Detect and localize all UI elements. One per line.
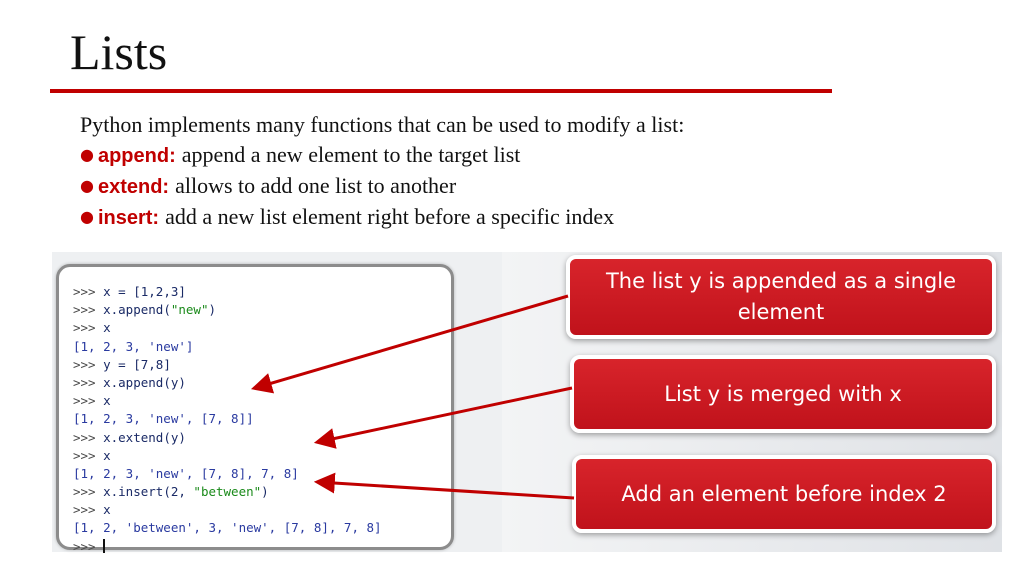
console-prompt: >>> xyxy=(73,393,96,409)
bullet-append: ●append:append a new element to the targ… xyxy=(80,140,614,171)
console-prompt: >>> xyxy=(73,374,96,390)
console-prompt: >>> xyxy=(73,502,96,518)
console-code: y = [7,8] xyxy=(103,356,171,372)
console-prompt: >>> xyxy=(73,356,96,372)
console-code: x.extend(y) xyxy=(103,429,186,445)
console-input-line: >>> x xyxy=(73,501,382,519)
console-code: x xyxy=(103,320,111,336)
console-input-line: >>> x.append("new") xyxy=(73,301,382,319)
console-output-line: [1, 2, 3, 'new', [7, 8], 7, 8] xyxy=(73,465,382,483)
console-input-line: >>> x xyxy=(73,319,382,337)
console-code: x = [1,2,3] xyxy=(103,284,186,299)
console-output-text: [1, 2, 3, 'new', [7, 8]] xyxy=(73,411,254,427)
console-prompt: >>> xyxy=(73,429,96,445)
console-prompt: >>> xyxy=(73,284,96,299)
callout-append-line2: element xyxy=(737,300,825,324)
callout-append: The list y is appended as a single eleme… xyxy=(566,255,996,339)
console-input-line: >>> y = [7,8] xyxy=(73,356,382,374)
console-string: "between" xyxy=(193,484,262,500)
bullet-keyword: insert: xyxy=(97,207,160,229)
bullet-extend: ●extend:allows to add one list to anothe… xyxy=(80,171,614,202)
console-code-tail: ) xyxy=(261,484,269,500)
console-output-line: [1, 2, 3, 'new', [7, 8]] xyxy=(73,410,382,428)
console-string: "new" xyxy=(170,302,209,318)
console-input-line: >>> x.extend(y) xyxy=(73,429,382,447)
console-output-line: [1, 2, 'between', 3, 'new', [7, 8], 7, 8… xyxy=(73,519,382,537)
console-output-text: [1, 2, 3, 'new', [7, 8], 7, 8] xyxy=(73,465,299,481)
bullet-dot-icon: ● xyxy=(80,176,94,195)
bullet-insert: ●insert:add a new list element right bef… xyxy=(80,202,614,233)
console-input-line: >>> x.append(y) xyxy=(73,374,382,392)
console-code: x.append( xyxy=(103,302,171,318)
console-output-line: [1, 2, 3, 'new'] xyxy=(73,338,382,356)
console-prompt: >>> xyxy=(73,320,96,336)
callout-insert-text: Add an element before index 2 xyxy=(621,481,947,506)
console-input-line: >>> x = [1,2,3] xyxy=(73,283,382,301)
console-prompt: >>> xyxy=(73,447,96,463)
bullet-dot-icon: ● xyxy=(80,207,94,226)
console-output-text: [1, 2, 3, 'new'] xyxy=(73,338,194,354)
console-code: x xyxy=(103,502,111,518)
console-code-tail: ) xyxy=(208,302,217,318)
bullet-keyword: append: xyxy=(97,145,176,167)
console-code: x xyxy=(103,393,111,409)
bullet-list: ●append:append a new element to the targ… xyxy=(80,140,614,233)
console-input-line: >>> x xyxy=(73,447,382,465)
callout-append-line1: The list y is appended as a single xyxy=(605,269,957,293)
console-input-line: >>> x xyxy=(73,392,382,410)
slide-title: Lists xyxy=(70,24,168,80)
console-prompt: >>> xyxy=(73,302,96,318)
bullet-text: append a new element to the target list xyxy=(181,142,521,167)
text-cursor xyxy=(103,538,106,553)
bullet-keyword: extend: xyxy=(97,176,170,198)
console-prompt: >>> xyxy=(73,538,96,554)
console-code: x.append(y) xyxy=(103,374,186,390)
console-code: x xyxy=(103,447,111,463)
intro-text: Python implements many functions that ca… xyxy=(80,112,685,137)
bullet-text: allows to add one list to another xyxy=(175,173,457,198)
callout-extend-text: List y is merged with x xyxy=(664,381,902,406)
console-input-line: >>> xyxy=(73,538,382,556)
title-underline xyxy=(50,89,832,93)
console-input-line: >>> x.insert(2, "between") xyxy=(73,483,382,501)
console-code: x.insert(2, xyxy=(103,484,194,500)
bullet-dot-icon: ● xyxy=(80,145,94,164)
callout-extend: List y is merged with x xyxy=(570,355,996,433)
shell-code: >>> x = [1,2,3]>>> x.append("new")>>> x[… xyxy=(73,283,382,556)
bullet-text: add a new list element right before a sp… xyxy=(165,204,615,229)
console-prompt: >>> xyxy=(73,484,96,500)
console-output-text: [1, 2, 'between', 3, 'new', [7, 8], 7, 8… xyxy=(73,520,382,536)
callout-insert: Add an element before index 2 xyxy=(572,455,996,533)
python-shell-window: >>> x = [1,2,3]>>> x.append("new")>>> x[… xyxy=(56,264,454,554)
